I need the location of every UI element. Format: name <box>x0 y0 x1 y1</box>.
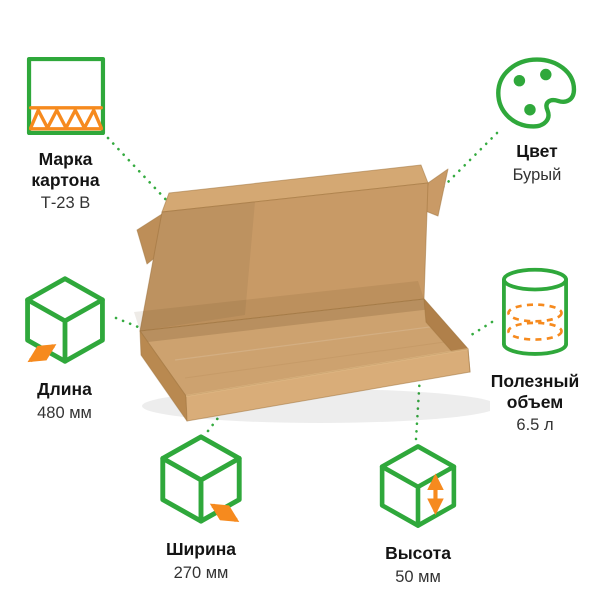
spec-label: Ширина <box>165 539 237 559</box>
box-lid <box>134 164 449 332</box>
spec-value: 270 мм <box>173 563 229 582</box>
spec-label: Цвет <box>516 141 558 161</box>
cylinder-volume-icon <box>502 267 568 356</box>
spec-width: Ширина 270 мм <box>142 430 260 583</box>
cube-length-icon <box>24 276 105 364</box>
connector-line <box>436 131 499 194</box>
spec-label: Длина <box>37 379 92 399</box>
spec-label: Полезный объем <box>490 371 580 412</box>
cube-height-icon <box>379 444 457 528</box>
spec-value: 6.5 л <box>516 416 554 435</box>
spec-volume: Полезный объем 6.5 л <box>472 266 598 436</box>
connector-line <box>414 373 422 441</box>
spec-label: Марка картона <box>31 149 100 190</box>
spec-color: Цвет Бурый <box>472 56 600 185</box>
palette-icon <box>496 57 577 129</box>
connector-line <box>106 136 172 206</box>
cardboard-box-illustration <box>134 164 490 423</box>
box-tray <box>139 298 471 422</box>
cube-width-icon <box>160 434 242 524</box>
spec-height: Высота 50 мм <box>362 440 474 587</box>
connector-line <box>466 320 494 339</box>
corrugated-board-icon <box>26 56 105 136</box>
spec-value: 480 мм <box>37 403 92 422</box>
spec-label: Высота <box>385 543 451 563</box>
spec-value: Т-23 В <box>40 194 91 213</box>
spec-length: Длина 480 мм <box>2 272 127 423</box>
spec-value: 50 мм <box>395 567 441 586</box>
spec-value: Бурый <box>512 165 562 184</box>
spec-cardboard-grade: Марка картона Т-23 В <box>8 54 123 214</box>
